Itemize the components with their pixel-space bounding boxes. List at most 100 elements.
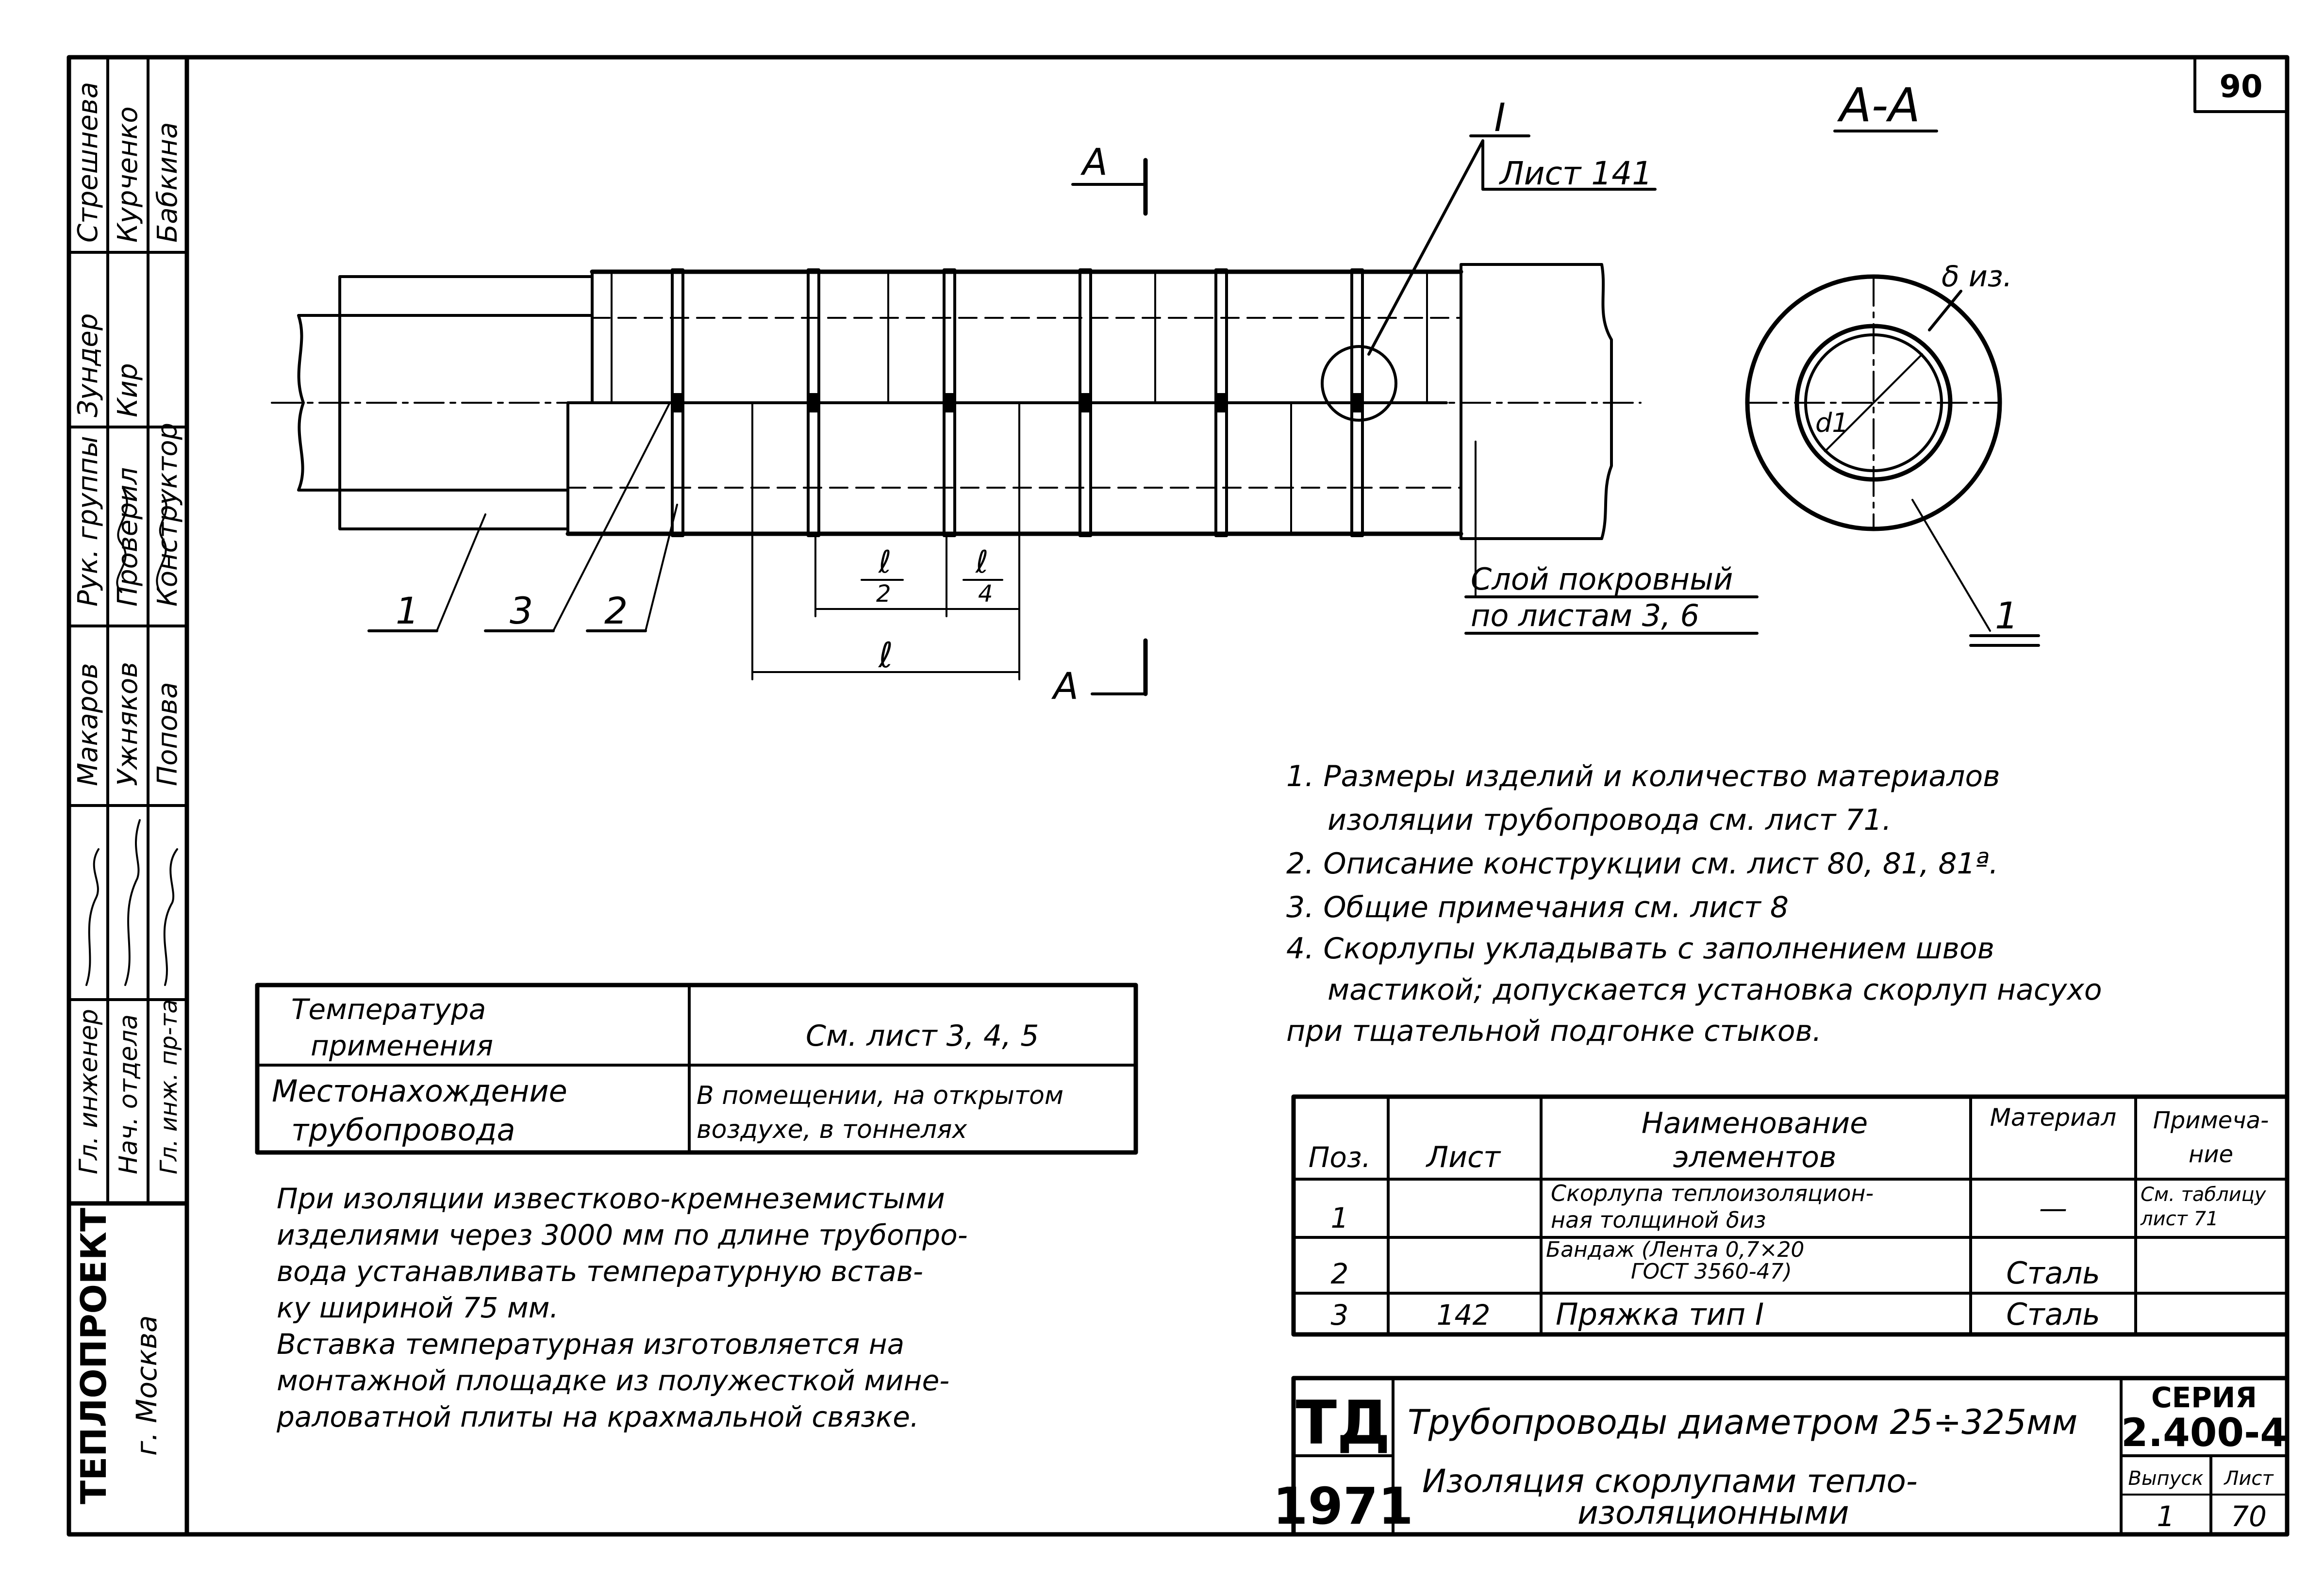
insert-note-7: раловатной плиты на крахмальной связке.: [276, 1400, 919, 1433]
insert-note-4: ку шириной 75 мм.: [277, 1291, 559, 1324]
spec-row1-name-2: ная толщиной δиз: [1551, 1207, 1766, 1233]
buckle: [673, 393, 682, 412]
insert-note-1: При изоляции известково-кремнеземистыми: [277, 1182, 945, 1215]
buckle: [1081, 393, 1090, 412]
spec-head-name-2: элементов: [1673, 1140, 1837, 1174]
spec-row3-material: Сталь: [2006, 1297, 2100, 1332]
stamp-name-mid-1: Макаров: [72, 663, 104, 786]
insert-note-6: монтажной площадке из полужесткой мине-: [277, 1364, 949, 1397]
stamp-name-2: Курченко: [112, 106, 144, 243]
spec-row2-name-2: ГОСТ 3560-47): [1631, 1259, 1792, 1284]
band: [671, 268, 684, 537]
buckle: [809, 393, 818, 412]
stamp-name-4: Зундер: [72, 313, 104, 417]
detail-mark: I: [1494, 95, 1506, 140]
insert-note: При изоляции известково-кремнеземистыми …: [276, 1182, 968, 1433]
org-mark: ТД: [1295, 1388, 1390, 1458]
left-stamp: Гл. инженер Нач. отдела Гл. инж. пр-та Р…: [66, 55, 189, 1537]
note-line-5: 4. Скорлупы укладывать с заполнением шво…: [1286, 932, 1994, 966]
position-2-label: 2: [604, 589, 628, 632]
detail-sheet: Лист 141: [1499, 155, 1652, 192]
section-title: А-А: [1837, 78, 1920, 132]
stamp-role-2: Нач. отдела: [114, 1014, 143, 1174]
dim-half-num: ℓ: [878, 544, 891, 580]
spec-row3-sheet: 142: [1437, 1299, 1491, 1332]
page-number: 90: [2219, 69, 2262, 105]
year: 1971: [1273, 1477, 1413, 1536]
insert-note-5: Вставка температурная изготовляется на: [277, 1328, 904, 1361]
insulation-hatch-top: [338, 275, 594, 317]
cover-layer-line2: по листам 3, 6: [1471, 598, 1699, 633]
insert-note-3: вода устанавливать температурную встав-: [277, 1255, 923, 1288]
note-line-7: при тщательной подгонке стыков.: [1286, 1014, 1822, 1048]
spec-head-material: Материал: [1990, 1103, 2117, 1132]
cond-row1-value: См. лист 3, 4, 5: [806, 1019, 1039, 1053]
cut-mark-top: А: [1080, 140, 1108, 183]
cond-row2-label-2: трубопровода: [291, 1112, 515, 1148]
conditions-table: Температура применения См. лист 3, 4, 5 …: [255, 983, 1138, 1155]
note-line-2: изоляции трубопровода см. лист 71.: [1328, 803, 1892, 837]
stamp-name-mid-2: Ужняков: [112, 662, 144, 786]
issue-label: Выпуск: [2128, 1467, 2204, 1490]
spec-head-note-1: Примеча-: [2153, 1107, 2269, 1134]
section-a-a: А-А d1 δ из. 1: [1745, 78, 2040, 647]
spec-head-sheet: Лист: [1426, 1140, 1501, 1174]
cover-layer-line1: Слой покровный: [1471, 561, 1733, 597]
band: [943, 268, 956, 537]
cut-marks: А А: [1051, 140, 1148, 707]
spec-row3-pos: 3: [1331, 1299, 1349, 1332]
band: [1079, 268, 1092, 537]
stamp-name-1: Стрешнева: [72, 82, 104, 243]
org-name: ТЕПЛОПРОЕКТ: [73, 1208, 114, 1504]
stamp-name-5: Кир: [112, 363, 144, 417]
signature-1: [85, 848, 100, 986]
insert-note-2: изделиями через 3000 мм по длине трубопр…: [277, 1218, 968, 1251]
pipe-elevation: I Лист 141: [271, 95, 1657, 540]
position-1-label: 1: [396, 589, 419, 632]
bare-pipe-end: [297, 314, 341, 492]
title-line-2: Изоляция скорлупами тепло-: [1422, 1463, 1918, 1500]
band: [1350, 268, 1364, 537]
dim-full: ℓ: [878, 635, 893, 675]
spec-row3-name: Пряжка тип I: [1556, 1297, 1764, 1332]
note-line-6: мастикой; допускается установка скорлуп …: [1328, 973, 2102, 1007]
signature-2: [124, 819, 141, 986]
spec-row2-name-1: Бандаж (Лента 0,7×20: [1546, 1237, 1804, 1262]
insulation-hatch-bottom: [338, 489, 569, 530]
signature-3: [163, 848, 178, 986]
spec-table: Поз. Лист Наименование элементов Материа…: [1291, 1094, 2290, 1337]
spec-row1-material: —: [2039, 1192, 2067, 1225]
spec-head-note-2: ние: [2189, 1141, 2233, 1168]
detail-circle: [1321, 345, 1397, 422]
dim-quarter-den: 4: [978, 580, 993, 608]
cond-row1-label-2: применения: [311, 1029, 493, 1062]
cond-row2-value-2: воздухе, в тоннелях: [697, 1115, 967, 1144]
note-line-3: 2. Описание конструкции см. лист 80, 81,…: [1286, 847, 1998, 881]
position-3-label: 3: [510, 589, 533, 632]
spec-row2-pos: 2: [1331, 1257, 1349, 1290]
dimensions: ℓ 2 ℓ 4 ℓ: [751, 533, 1020, 680]
band: [1214, 268, 1228, 537]
section-thickness: δ из.: [1942, 260, 2012, 294]
title-line-3: изоляционными: [1577, 1494, 1849, 1531]
position-leaders: 1 3 2: [367, 402, 678, 632]
stamp-name-3: Бабкина: [152, 122, 183, 243]
issue-number: 1: [2157, 1500, 2175, 1533]
cover-layer-callout: Слой покровный по листам 3, 6: [1464, 441, 1759, 635]
note-line-1: 1. Размеры изделий и количество материал…: [1286, 759, 2000, 793]
signature-4: [116, 489, 128, 593]
sheet-number: 70: [2231, 1500, 2267, 1533]
series-number: 2.400-4: [2121, 1410, 2287, 1455]
spec-row1-pos: 1: [1331, 1201, 1349, 1234]
series-label: СЕРИЯ: [2151, 1381, 2257, 1414]
spec-head-pos: Поз.: [1309, 1141, 1371, 1174]
spec-row2-material: Сталь: [2006, 1255, 2100, 1291]
cut-mark-bottom: А: [1051, 664, 1079, 707]
spec-row1-note-2: лист 71: [2140, 1208, 2218, 1230]
dim-quarter-num: ℓ: [975, 544, 988, 580]
stamp-name-mid-3: Попова: [152, 682, 183, 786]
page-number-box: 90: [2193, 56, 2289, 113]
buckle: [1353, 393, 1361, 412]
